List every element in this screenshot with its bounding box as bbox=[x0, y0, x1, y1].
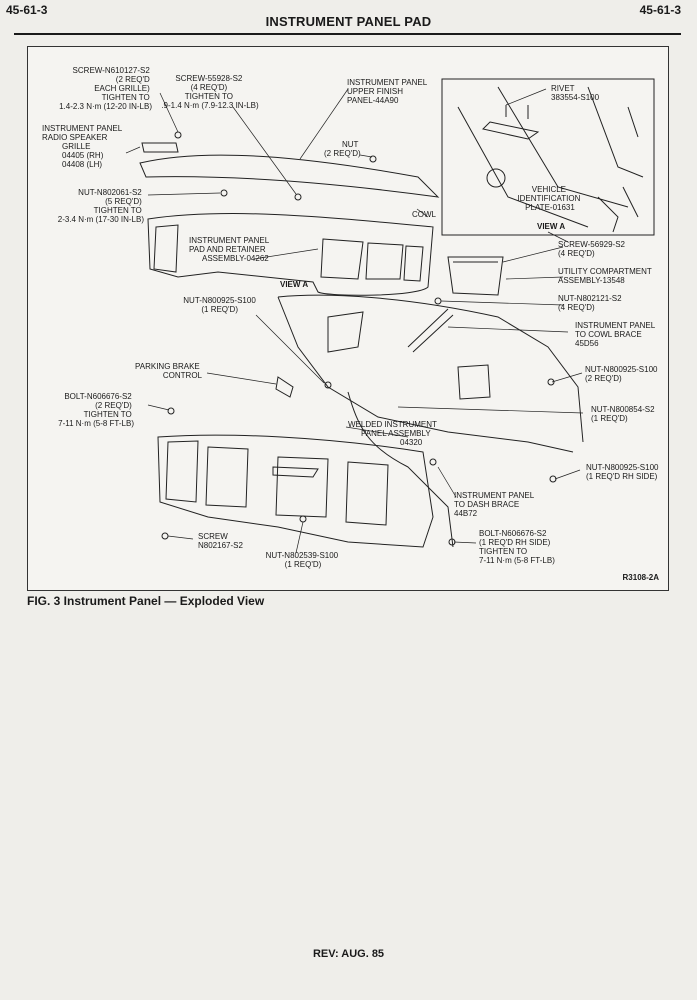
label-welded-panel: WELDED INSTRUMENT PANEL ASSEMBLY 04320 bbox=[348, 420, 439, 447]
exploded-view-figure: SCREW-N610127-S2 (2 REQ'D EACH GRILLE) T… bbox=[27, 46, 669, 591]
exploded-view-drawing: SCREW-N610127-S2 (2 REQ'D EACH GRILLE) T… bbox=[42, 66, 661, 582]
label-cowl: COWL bbox=[412, 210, 437, 219]
nut-800925-c-marker bbox=[429, 458, 437, 466]
welded-panel-shape bbox=[157, 434, 434, 548]
panel-drawing bbox=[139, 78, 655, 548]
view-a-inset-frame bbox=[441, 78, 655, 236]
page-number-left: 45-61-3 bbox=[6, 3, 48, 17]
firewall-opening bbox=[457, 364, 491, 400]
screw-802167-marker bbox=[161, 532, 169, 540]
label-nut-800925-a: NUT-N800925-S100 (1 REQ'D) bbox=[183, 296, 258, 314]
dash-brace-cable bbox=[347, 391, 454, 548]
view-a-rivets bbox=[505, 105, 529, 119]
label-nut-800925-c: NUT-N800925-S100 (1 REQ'D RH SIDE) bbox=[586, 463, 661, 481]
page-header: 45-61-3 INSTRUMENT PANEL PAD 45-61-3 bbox=[0, 0, 697, 40]
leader-lines bbox=[125, 88, 584, 554]
label-nut-802121: NUT-N802121-S2 (4 REQ'D) bbox=[558, 294, 624, 312]
view-a-pillar bbox=[597, 186, 639, 233]
label-view-a-title: VIEW A bbox=[537, 222, 565, 231]
nut-802121-marker bbox=[434, 297, 442, 305]
header-rule bbox=[14, 33, 681, 35]
nut-802061-marker bbox=[220, 189, 228, 197]
nut-800925-a-marker bbox=[324, 381, 332, 389]
label-vin-plate: VEHICLE IDENTIFICATION PLATE-01631 bbox=[517, 185, 582, 212]
nut-800925-b-marker bbox=[547, 378, 555, 386]
label-view-a-callout: VIEW A bbox=[280, 280, 308, 289]
welded-panel-bracket bbox=[272, 466, 319, 478]
page-number-right: 45-61-3 bbox=[639, 3, 681, 17]
figure-caption: FIG. 3 Instrument Panel — Exploded View bbox=[27, 594, 265, 608]
label-radio-grille: INSTRUMENT PANEL RADIO SPEAKER GRILLE 04… bbox=[42, 124, 124, 169]
label-screw-55928: SCREW-55928-S2 (4 REQ'D) TIGHTEN TO .9-1… bbox=[161, 74, 259, 110]
view-a-grommet bbox=[486, 168, 506, 188]
label-pad-retainer: INSTRUMENT PANEL PAD AND RETAINER ASSEMB… bbox=[189, 236, 271, 263]
label-screw-610127: SCREW-N610127-S2 (2 REQ'D EACH GRILLE) T… bbox=[59, 66, 152, 111]
page-title: INSTRUMENT PANEL PAD bbox=[265, 14, 432, 29]
label-screw-802167: SCREW N802167-S2 bbox=[198, 532, 243, 550]
view-a-callout-shape bbox=[327, 311, 364, 353]
welded-panel-openings bbox=[165, 440, 389, 526]
upper-finish-panel-shape bbox=[139, 154, 440, 198]
label-utility-compartment: UTILITY COMPARTMENT ASSEMBLY-13548 bbox=[558, 267, 654, 285]
revision-footer: REV: AUG. 85 bbox=[312, 948, 385, 960]
screw-55928-marker bbox=[294, 193, 302, 201]
view-a-windshield-lines bbox=[457, 86, 644, 228]
label-dash-brace: INSTRUMENT PANEL TO DASH BRACE 44B72 bbox=[454, 491, 536, 518]
pad-retainer-shape bbox=[147, 213, 434, 296]
label-upper-finish-panel: INSTRUMENT PANEL UPPER FINISH PANEL-44A9… bbox=[347, 78, 429, 105]
figure-labels: SCREW-N610127-S2 (2 REQ'D EACH GRILLE) T… bbox=[42, 66, 661, 582]
label-nut-800925-b: NUT-N800925-S100 (2 REQ'D) bbox=[585, 365, 660, 383]
nut-802539-marker bbox=[299, 515, 307, 523]
parking-brake-shape bbox=[275, 376, 294, 398]
label-nut-802539: NUT-N802539-S100 (1 REQ'D) bbox=[266, 551, 341, 569]
view-a-vin-plate bbox=[482, 121, 540, 140]
label-nut-800854: NUT-N800854-S2 (1 REQ'D) bbox=[591, 405, 657, 423]
label-parking-brake: PARKING BRAKE CONTROL bbox=[135, 362, 203, 380]
label-screw-56929: SCREW-56929-S2 (4 REQ'D) bbox=[558, 240, 627, 258]
label-rivet: RIVET 383554-S100 bbox=[551, 84, 600, 102]
label-bolt-606676-a: BOLT-N606676-S2 (2 REQ'D) TIGHTEN TO 7-1… bbox=[58, 392, 134, 428]
pad-retainer-openings bbox=[153, 224, 424, 282]
utility-compartment-shape bbox=[447, 256, 504, 296]
radio-grille-shape bbox=[141, 142, 179, 153]
label-cowl-brace: INSTRUMENT PANEL TO COWL BRACE 45D56 bbox=[575, 321, 657, 348]
label-bolt-606676-b: BOLT-N606676-S2 (1 REQ'D RH SIDE) TIGHTE… bbox=[479, 529, 555, 565]
cowl-firewall-lines bbox=[277, 294, 584, 453]
label-ref-code: R3108-2A bbox=[623, 573, 660, 582]
label-nut-2: NUT (2 REQ'D) bbox=[324, 140, 361, 158]
bolt-606676-a-marker bbox=[167, 407, 175, 415]
label-nut-802061: NUT-N802061-S2 (5 REQ'D) TIGHTEN TO 2-3.… bbox=[58, 188, 145, 224]
cowl-brace-shape bbox=[407, 308, 454, 353]
screw-610127-marker bbox=[174, 131, 182, 139]
nut-marker bbox=[369, 155, 377, 163]
